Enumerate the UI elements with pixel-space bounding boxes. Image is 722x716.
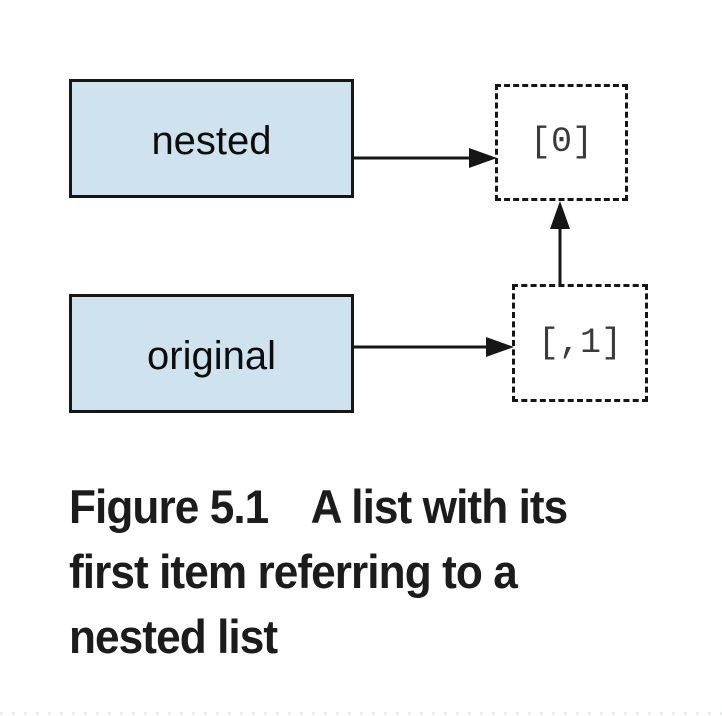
- variable-box-nested: nested: [69, 79, 354, 198]
- variable-label-nested: nested: [151, 118, 272, 163]
- arrow-nested-to-list0-icon: [354, 148, 497, 168]
- list-content-0: [0]: [529, 122, 593, 162]
- page-edge-dotted-rule: [0, 712, 722, 715]
- arrow-original-to-list1-icon: [354, 337, 514, 357]
- variable-box-original: original: [69, 294, 354, 413]
- list-box-nested-list: [0]: [495, 84, 628, 201]
- caption-line-3: nested list: [69, 610, 278, 663]
- caption-title-part-1: A list with its: [310, 480, 569, 533]
- figure-caption: Figure 5.1 A list with its first item ref…: [69, 474, 633, 669]
- figure-number-label: Figure 5.1: [69, 480, 269, 533]
- list-content-1: [,1]: [537, 322, 622, 363]
- variable-label-original: original: [147, 333, 276, 378]
- arrow-list1-to-list0-icon: [550, 201, 570, 284]
- caption-line-1: Figure 5.1 A list with its: [69, 474, 633, 539]
- list-box-original-list: [,1]: [512, 284, 648, 402]
- caption-line-2: first item referring to a: [69, 545, 518, 598]
